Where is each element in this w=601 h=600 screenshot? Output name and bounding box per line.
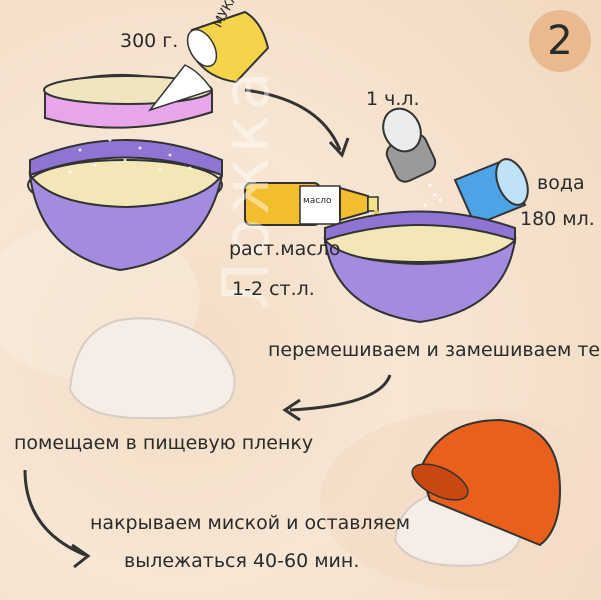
salt-amount: 1 ч.л. — [366, 88, 420, 110]
water-amount: 180 мл. — [520, 208, 595, 230]
water-label: вода — [537, 172, 585, 194]
step-rest-text-1: накрываем миской и оставляем — [90, 512, 411, 534]
sieve-icon — [43, 74, 213, 129]
oil-bottle-label: масло — [303, 196, 332, 206]
dough-icon — [68, 317, 236, 420]
arrow-icon — [289, 374, 392, 412]
watermark: Ложка — [210, 67, 284, 310]
oil-bottle-icon — [244, 182, 380, 246]
right-bowl-icon — [323, 210, 517, 324]
oil-label: раст.масло — [229, 238, 341, 260]
step-wrap-text: помещаем в пищевую пленку — [14, 432, 314, 454]
step-rest-text-2: вылежаться 40-60 мин. — [124, 550, 360, 572]
flour-amount: 300 г. — [120, 30, 179, 52]
water-cup-icon — [428, 158, 529, 227]
flour-package-icon — [147, 10, 270, 112]
covered-dough-icon — [393, 418, 562, 567]
arrow-icon — [244, 88, 342, 151]
arrow-icon — [23, 469, 86, 557]
salt-shaker-icon — [382, 107, 437, 207]
oil-amount: 1-2 ст.л. — [232, 278, 315, 300]
step-number-badge: 2 — [529, 10, 591, 72]
left-bowl-icon — [27, 138, 223, 272]
step-knead-text: перемешиваем и замешиваем тесто — [268, 339, 601, 361]
